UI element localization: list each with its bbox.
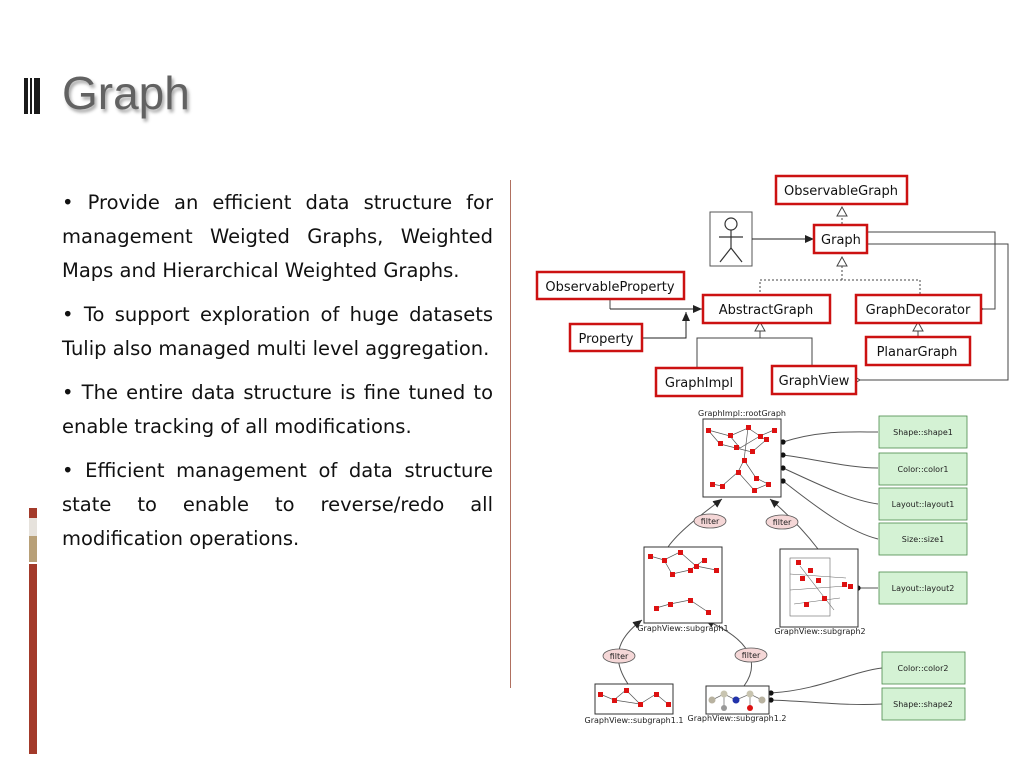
svg-text:filter: filter [610,652,629,661]
subgraph1-2-box [705,685,770,715]
connector-line [759,279,921,296]
class-label: AbstractGraph [719,303,813,318]
svg-text:Shape::shape2: Shape::shape2 [893,700,953,709]
bullet-list: Provide an efficient data structure for … [62,186,493,566]
filter-badge: filter [765,514,799,530]
slide-title: Graph [62,67,190,119]
graph-diagram: ObservableGraph Graph ObservableProperty… [535,174,1009,725]
class-label: Graph [821,233,861,248]
property-box-layout1: Layout::layout1 [878,487,968,521]
subgraph1-box [643,546,723,624]
class-box-graph: Graph [812,223,869,255]
filter-badge: filter [734,647,768,663]
root-graph-box [702,418,782,498]
class-label: PlanarGraph [877,345,958,360]
vertical-divider [510,180,511,688]
property-box-layout2: Layout::layout2 [878,571,968,605]
filter-badge: filter [602,648,636,664]
class-box-observable-graph: ObservableGraph [774,174,909,206]
svg-text:filter: filter [742,651,761,660]
class-box-planar-graph: PlanarGraph [864,335,972,367]
title-decoration [24,78,40,114]
class-label: Property [578,332,633,347]
property-box-shape1: Shape::shape1 [878,415,968,449]
bullet-item: To support exploration of huge datasets … [62,298,493,366]
graph-hierarchy-diagram: GraphImpl::rootGraph [585,409,968,725]
svg-text:Layout::layout1: Layout::layout1 [892,500,955,509]
class-box-graph-impl: GraphImpl [654,366,744,398]
class-box-graph-decorator: GraphDecorator [854,293,983,325]
graph-label: GraphView::subgraph2 [774,627,865,636]
svg-text:Color::color1: Color::color1 [898,465,949,474]
connector-line [849,243,1009,384]
svg-text:Shape::shape1: Shape::shape1 [893,428,953,437]
graph-label: GraphView::subgraph1.1 [585,716,684,725]
class-label: GraphView [779,374,850,389]
property-box-size1: Size::size1 [878,522,968,556]
property-box-color2: Color::color2 [881,651,966,685]
connector-line [696,337,813,368]
class-box-observable-property: ObservableProperty [535,270,686,301]
class-label: ObservableProperty [545,280,674,295]
class-label: GraphDecorator [866,303,971,318]
filter-badge: filter [693,513,727,529]
property-box-shape2: Shape::shape2 [881,687,966,721]
bullet-item: Provide an efficient data structure for … [62,186,493,288]
property-box-color1: Color::color1 [878,452,968,486]
class-label: ObservableGraph [784,184,898,199]
graph-label: GraphView::subgraph1.2 [688,714,787,723]
subgraph2-box [779,548,859,628]
subgraph1-1-box [594,683,674,715]
graph-label: GraphImpl::rootGraph [698,409,786,418]
actor-icon [709,211,753,267]
class-box-abstract-graph: AbstractGraph [701,293,832,325]
class-box-property: Property [568,322,644,353]
svg-text:Color::color2: Color::color2 [898,664,949,673]
graph-label: GraphView::subgraph1 [637,624,728,633]
svg-text:filter: filter [701,517,720,526]
connector-line [642,312,690,339]
svg-text:Layout::layout2: Layout::layout2 [892,584,955,593]
svg-text:filter: filter [773,518,792,527]
bullet-item: The entire data structure is fine tuned … [62,376,493,444]
class-box-graph-view: GraphView [770,364,858,396]
svg-text:Size::size1: Size::size1 [902,535,944,544]
uml-class-diagram: ObservableGraph Graph ObservableProperty… [535,174,1009,398]
class-label: GraphImpl [665,376,733,391]
connector-line [866,231,996,313]
bullet-item: Efficient management of data structure s… [62,454,493,556]
